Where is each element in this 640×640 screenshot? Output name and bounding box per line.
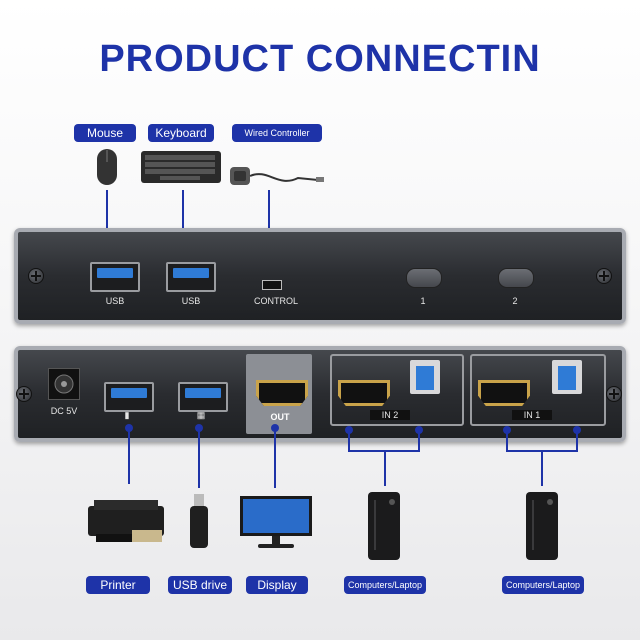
switch-button-2[interactable] — [498, 268, 534, 288]
mouse-symbol-icon: ▮ — [124, 410, 130, 420]
rear-usb-port-2 — [178, 382, 228, 412]
button-1-label: 1 — [420, 296, 426, 306]
input-2-group — [330, 354, 464, 426]
dc-label: DC 5V — [50, 406, 78, 416]
mini-usb-port — [262, 280, 282, 290]
usb-port-1-label: USB — [105, 296, 125, 306]
usb-drive-connector-line — [198, 428, 200, 488]
keyboard-icon — [140, 150, 222, 184]
mouse-icon — [96, 148, 118, 186]
front-panel: USB USB CONTROL 1 2 — [14, 228, 626, 324]
usb-b-in-1-port — [552, 360, 582, 394]
in1-connector-line — [541, 450, 543, 486]
mouse-label: Mouse — [74, 124, 136, 142]
computer-1-label: Computers/Laptop — [344, 576, 426, 594]
screw-icon — [16, 386, 32, 402]
button-2-label: 2 — [512, 296, 518, 306]
hdmi-out-port — [256, 380, 308, 406]
computer-tower-icon — [366, 490, 402, 562]
screw-icon — [596, 268, 612, 284]
wired-controller-label: Wired Controller — [232, 124, 322, 142]
controller-connector-line — [268, 190, 270, 248]
printer-label: Printer — [86, 576, 150, 594]
mouse-connector-line — [106, 190, 108, 248]
dc-power-jack — [48, 368, 80, 400]
usb-drive-icon — [188, 494, 210, 550]
screw-icon — [606, 386, 622, 402]
hdmi-in-2-port — [338, 380, 390, 406]
keyboard-symbol-icon: ▦ — [196, 410, 206, 420]
usb-drive-label: USB drive — [168, 576, 232, 594]
rear-usb-port-1 — [104, 382, 154, 412]
in-2-label: IN 2 — [370, 410, 410, 420]
controller-icon — [228, 164, 324, 188]
hdmi-out-label: OUT — [270, 412, 290, 422]
screw-icon — [28, 268, 44, 284]
input-1-group — [470, 354, 606, 426]
printer-connector-line — [128, 428, 130, 484]
page-title: PRODUCT CONNECTIN — [99, 38, 541, 80]
switch-button-1[interactable] — [406, 268, 442, 288]
control-port-label: CONTROL — [253, 296, 298, 306]
printer-icon — [84, 496, 172, 548]
display-connector-line — [274, 428, 276, 488]
display-label: Display — [246, 576, 308, 594]
usb-port-1 — [90, 262, 140, 292]
in-1-label: IN 1 — [512, 410, 552, 420]
in2-connector-line — [348, 430, 350, 450]
display-icon — [238, 494, 314, 552]
computer-tower-icon — [524, 490, 560, 562]
hdmi-in-1-port — [478, 380, 530, 406]
keyboard-connector-line — [182, 190, 184, 248]
usb-port-2-label: USB — [181, 296, 201, 306]
computer-2-label: Computers/Laptop — [502, 576, 584, 594]
rear-panel: DC 5V ▮ ▦ OUT IN 2 IN 1 — [14, 346, 626, 442]
in2-connector-line — [418, 430, 420, 450]
in1-connector-line — [506, 430, 508, 450]
usb-port-2 — [166, 262, 216, 292]
keyboard-label: Keyboard — [148, 124, 214, 142]
in2-connector-line — [384, 450, 386, 486]
in1-connector-line — [576, 430, 578, 450]
usb-b-in-2-port — [410, 360, 440, 394]
